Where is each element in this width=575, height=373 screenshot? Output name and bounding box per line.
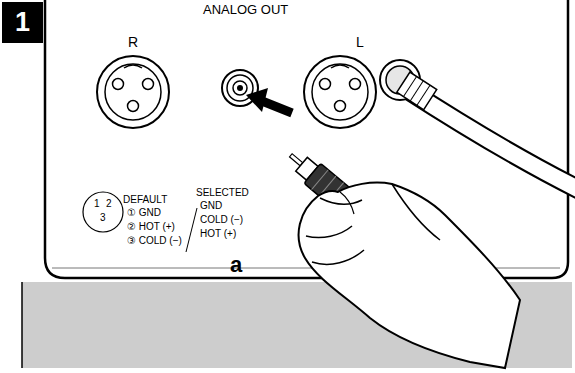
pin-assignment: GND (200, 201, 222, 211)
xlr-jack-r (97, 56, 169, 128)
pin-assignment: ① GND (127, 208, 161, 218)
step-badge: 1 (2, 2, 43, 43)
insert-arrow (246, 88, 292, 113)
divider (186, 208, 197, 252)
xlr-jack-l (304, 56, 376, 128)
channel-label: R (128, 35, 138, 49)
pin-assignment: ③ COLD (−) (127, 236, 182, 246)
pin-number: 1 (94, 199, 100, 209)
callout-letter: a (230, 254, 242, 276)
pin-number: 2 (106, 199, 112, 209)
panel-heading: ANALOG OUT (203, 3, 288, 16)
floor-edge (21, 282, 23, 368)
step-number: 1 (15, 7, 30, 38)
pin-assignment: COLD (−) (200, 215, 243, 225)
pin-assignment: ② HOT (+) (127, 222, 175, 232)
pin-number: 3 (100, 213, 106, 223)
mode-label: SELECTED (196, 188, 249, 198)
pin-diagram (83, 192, 123, 232)
hand (299, 183, 520, 368)
pin-assignment: HOT (+) (200, 229, 236, 239)
rca-cable-l (380, 60, 575, 190)
channel-label: L (356, 35, 364, 49)
mode-label: DEFAULT (123, 195, 167, 205)
